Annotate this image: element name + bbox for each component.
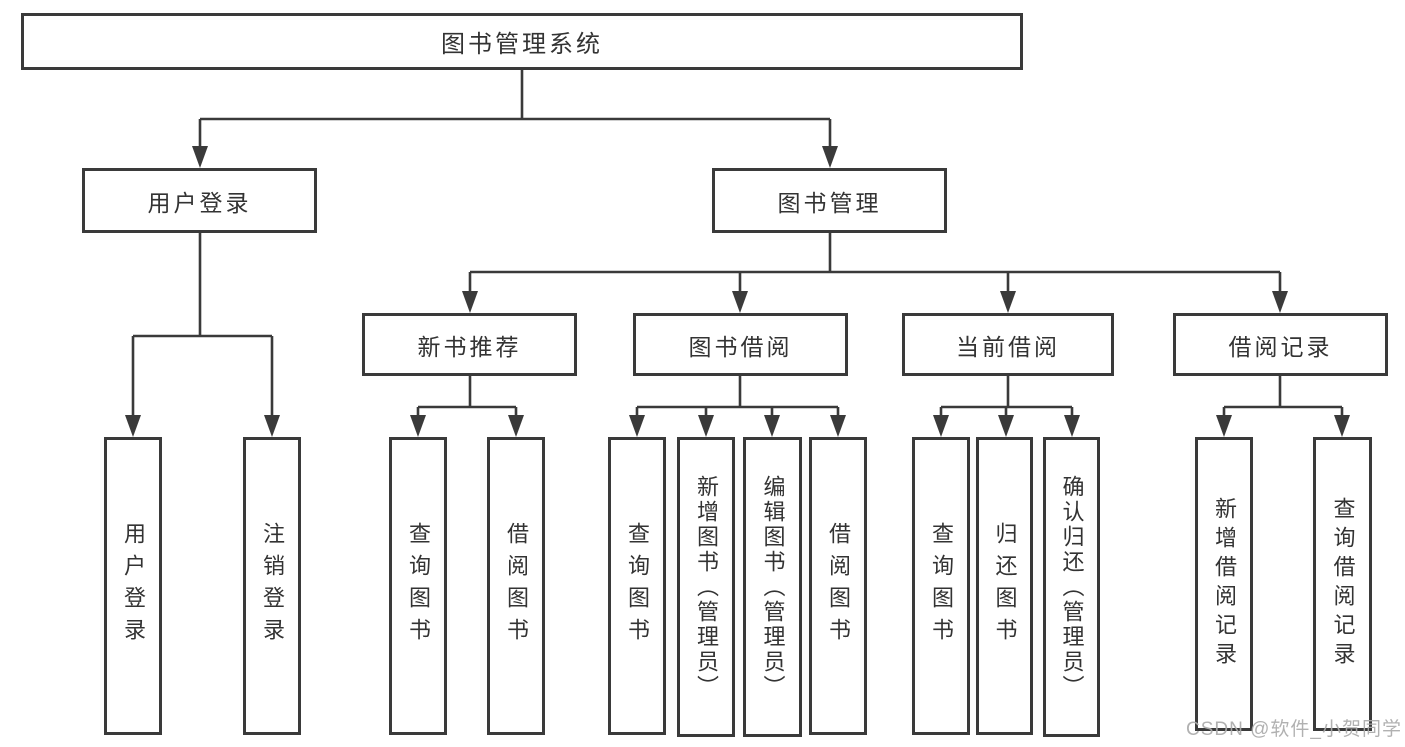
connector-new-book-recommendation-to-leaves (416, 376, 518, 418)
leaf-confirm-return-admin: 确认归还（管理员） (1043, 437, 1100, 737)
leaf-user-login-label: 用户登录 (121, 522, 146, 650)
connector-current-borrowing-to-leaves (939, 376, 1074, 418)
leaf-edit-book-admin-label: 编辑图书（管理员） (760, 474, 786, 700)
leaf-add-book-admin-label: 新增图书（管理员） (694, 474, 719, 700)
node-borrowing-records: 借阅记录 (1173, 313, 1388, 376)
node-library-management-system: 图书管理系统 (21, 13, 1023, 70)
leaf-query-books-current: 查询图书 (912, 437, 970, 735)
leaf-edit-book-admin: 编辑图书（管理员） (743, 437, 802, 737)
connector-book-management-to-level3 (468, 233, 1282, 294)
leaf-add-borrow-record: 新增借阅记录 (1195, 437, 1253, 731)
leaf-logout: 注销登录 (243, 437, 301, 735)
leaf-return-books-label: 归还图书 (992, 522, 1018, 650)
leaf-query-borrow-record: 查询借阅记录 (1313, 437, 1372, 731)
connector-borrowing-records-to-leaves (1222, 376, 1344, 418)
connector-root-to-level2 (198, 68, 832, 150)
leaf-query-books-recommendation: 查询图书 (389, 437, 447, 735)
node-user-login: 用户登录 (82, 168, 317, 233)
leaf-query-books-recommendation-label: 查询图书 (406, 522, 431, 650)
leaf-query-books-borrowing: 查询图书 (608, 437, 666, 735)
leaf-add-borrow-record-label: 新增借阅记录 (1212, 497, 1237, 671)
node-new-book-recommendation: 新书推荐 (362, 313, 577, 376)
leaf-borrow-books-borrowing-label: 借阅图书 (826, 522, 851, 650)
leaf-confirm-return-admin-label: 确认归还（管理员） (1059, 474, 1085, 700)
node-book-management: 图书管理 (712, 168, 947, 233)
leaf-return-books: 归还图书 (976, 437, 1033, 735)
leaf-borrow-books-recommendation: 借阅图书 (487, 437, 545, 735)
leaf-query-borrow-record-label: 查询借阅记录 (1330, 497, 1356, 671)
leaf-query-books-borrowing-label: 查询图书 (625, 522, 650, 650)
connector-user-login-to-leaves (131, 233, 274, 418)
leaf-borrow-books-borrowing: 借阅图书 (809, 437, 867, 735)
leaf-query-books-current-label: 查询图书 (929, 522, 954, 650)
csdn-watermark: CSDN @软件_小贺同学 (1186, 719, 1402, 740)
leaf-add-book-admin: 新增图书（管理员） (677, 437, 735, 737)
node-book-borrowing: 图书借阅 (633, 313, 848, 376)
leaf-user-login: 用户登录 (104, 437, 162, 735)
node-current-borrowing: 当前借阅 (902, 313, 1114, 376)
arrowheads (125, 146, 1350, 437)
connector-book-borrowing-to-leaves (635, 376, 840, 418)
leaf-logout-label: 注销登录 (260, 522, 285, 650)
leaf-borrow-books-recommendation-label: 借阅图书 (504, 522, 529, 650)
